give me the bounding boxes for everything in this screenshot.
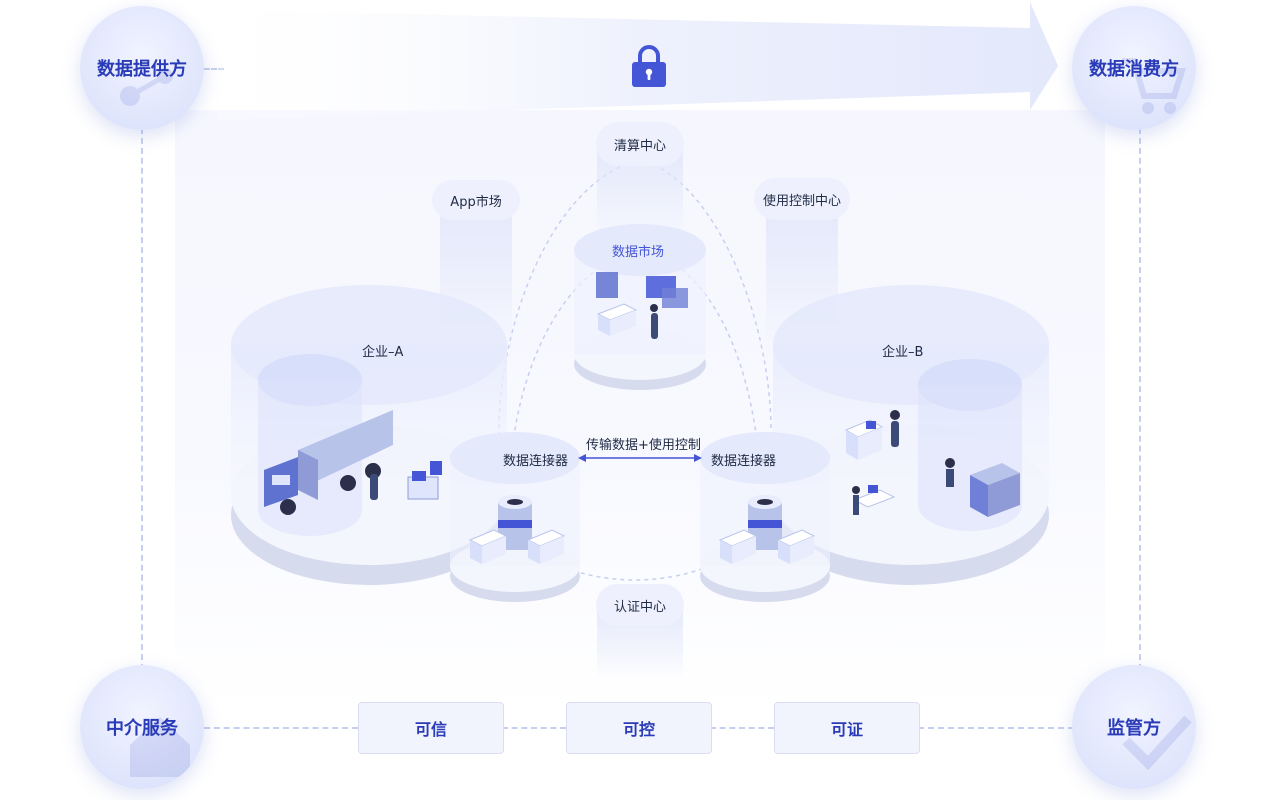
connector-right-platform xyxy=(700,432,830,602)
cart-icon xyxy=(1122,58,1187,114)
right-dashed-line xyxy=(1139,128,1141,670)
transfer-label: 传输数据+使用控制 xyxy=(586,438,701,453)
enterprise-a-label: 企业–A xyxy=(362,345,404,360)
bottom-dashed-line-3 xyxy=(710,727,774,729)
data-market-platform xyxy=(574,224,706,390)
role-label: 监管方 xyxy=(1107,718,1161,739)
usage-control-label: 使用控制中心 xyxy=(762,193,841,209)
person-icon xyxy=(890,410,900,447)
certification-label: 认证中心 xyxy=(613,599,666,615)
data-consumer-node[interactable]: 数据消费方 xyxy=(1072,6,1196,130)
app-market[interactable]: App市场 xyxy=(432,180,520,220)
truck-icon xyxy=(264,410,393,515)
workstation-icon xyxy=(407,461,442,500)
data-market-label: 数据市场 xyxy=(612,245,665,260)
lock-icon xyxy=(632,45,666,87)
principle-label: 可证 xyxy=(830,720,863,739)
principle-trusted[interactable]: 可信 xyxy=(358,702,504,754)
clearing-center-label: 清算中心 xyxy=(613,138,666,154)
house-icon xyxy=(130,717,190,777)
dashboard-screens-icon xyxy=(596,272,688,339)
bottom-dashed-line-4 xyxy=(918,727,1074,729)
bottom-dashed-line-2 xyxy=(502,727,566,729)
bottom-dashed-line-1 xyxy=(204,727,358,729)
data-provider-node[interactable]: 数据提供方 xyxy=(80,6,204,130)
bidirectional-arrow-icon xyxy=(578,454,702,462)
role-label: 数据消费方 xyxy=(1089,59,1179,80)
top-dashed-stub xyxy=(204,68,224,70)
regulator-node[interactable]: 监管方 xyxy=(1072,665,1196,789)
database-server-icon xyxy=(718,495,816,564)
role-label: 中介服务 xyxy=(106,718,178,739)
person-icon xyxy=(369,463,379,500)
enterprise-b-platform xyxy=(773,285,1049,585)
database-server-icon xyxy=(468,495,566,564)
connector-left-platform xyxy=(450,432,580,602)
network-icon xyxy=(120,68,173,106)
principle-label: 可控 xyxy=(622,720,655,739)
connector-left-label: 数据连接器 xyxy=(503,454,569,469)
connector-right-label: 数据连接器 xyxy=(711,454,777,469)
intermediary-node[interactable]: 中介服务 xyxy=(80,665,204,789)
office-building-icon xyxy=(945,458,1020,517)
enterprise-a-platform xyxy=(231,285,507,585)
check-icon xyxy=(1122,715,1192,771)
role-label: 数据提供方 xyxy=(97,59,187,80)
usage-control-center[interactable]: 使用控制中心 xyxy=(754,178,850,220)
principle-controllable[interactable]: 可控 xyxy=(566,702,712,754)
server-rack-icon xyxy=(844,419,884,460)
principle-verifiable[interactable]: 可证 xyxy=(774,702,920,754)
principle-label: 可信 xyxy=(414,720,447,739)
enterprise-b-label: 企业–B xyxy=(882,345,924,360)
desk-icon xyxy=(852,485,896,515)
app-market-label: App市场 xyxy=(450,194,502,210)
certification-center[interactable]: 认证中心 xyxy=(596,584,684,626)
clearing-center[interactable]: 清算中心 xyxy=(596,122,684,166)
left-dashed-line xyxy=(141,128,143,670)
